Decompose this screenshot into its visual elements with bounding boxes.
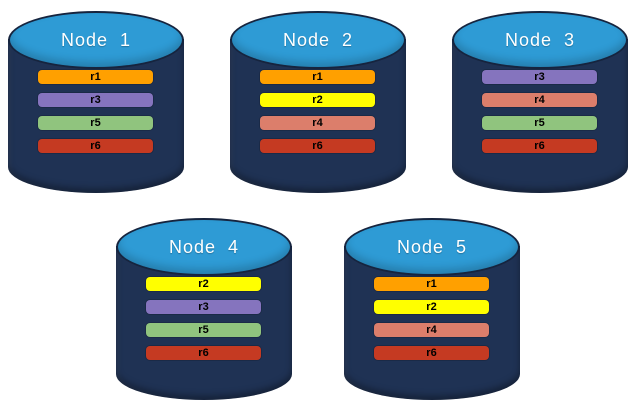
row-1: Node 1 r1 r3 r5 r6 Node 2 r1 r2 r4 r6 Node 3 r… <box>0 0 636 193</box>
node-title: Node 3 <box>504 29 576 50</box>
replica-list: r3 r4 r5 r6 <box>482 70 597 162</box>
replica-list: r2 r3 r5 r6 <box>146 277 261 369</box>
row-2: Node 4 r2 r3 r5 r6 Node 5 r1 r2 r4 r6 <box>0 193 636 400</box>
node-title: Node 4 <box>168 236 240 257</box>
replica-bar-r1: r1 <box>38 70 153 84</box>
cylinder-top-ellipse: Node 2 <box>230 11 406 69</box>
node-title: Node 2 <box>282 29 354 50</box>
replica-bar-r3: r3 <box>482 70 597 84</box>
replica-bar-r4: r4 <box>260 116 375 130</box>
replica-bar-r4: r4 <box>482 93 597 107</box>
replica-bar-r4: r4 <box>374 323 489 337</box>
node-cylinder-1: Node 1 r1 r3 r5 r6 <box>8 11 184 193</box>
replica-list: r1 r2 r4 r6 <box>374 277 489 369</box>
cylinder-top-ellipse: Node 1 <box>8 11 184 69</box>
replica-bar-r3: r3 <box>146 300 261 314</box>
replica-bar-r1: r1 <box>374 277 489 291</box>
replica-bar-r6: r6 <box>260 139 375 153</box>
cylinder-top-ellipse: Node 5 <box>344 218 520 276</box>
replica-list: r1 r3 r5 r6 <box>38 70 153 162</box>
replica-bar-r5: r5 <box>38 116 153 130</box>
replica-bar-r2: r2 <box>146 277 261 291</box>
replica-bar-r2: r2 <box>374 300 489 314</box>
node-cylinder-2: Node 2 r1 r2 r4 r6 <box>230 11 406 193</box>
replica-bar-r6: r6 <box>374 346 489 360</box>
replica-bar-r5: r5 <box>482 116 597 130</box>
replica-bar-r6: r6 <box>482 139 597 153</box>
node-title: Node 5 <box>396 236 468 257</box>
replica-bar-r6: r6 <box>38 139 153 153</box>
node-title: Node 1 <box>60 29 132 50</box>
replica-bar-r5: r5 <box>146 323 261 337</box>
replica-bar-r1: r1 <box>260 70 375 84</box>
replica-list: r1 r2 r4 r6 <box>260 70 375 162</box>
replica-bar-r3: r3 <box>38 93 153 107</box>
cylinder-top-ellipse: Node 4 <box>116 218 292 276</box>
node-cylinder-3: Node 3 r3 r4 r5 r6 <box>452 11 628 193</box>
node-cylinder-4: Node 4 r2 r3 r5 r6 <box>116 218 292 400</box>
replica-bar-r6: r6 <box>146 346 261 360</box>
node-cylinder-5: Node 5 r1 r2 r4 r6 <box>344 218 520 400</box>
cylinder-top-ellipse: Node 3 <box>452 11 628 69</box>
replica-bar-r2: r2 <box>260 93 375 107</box>
